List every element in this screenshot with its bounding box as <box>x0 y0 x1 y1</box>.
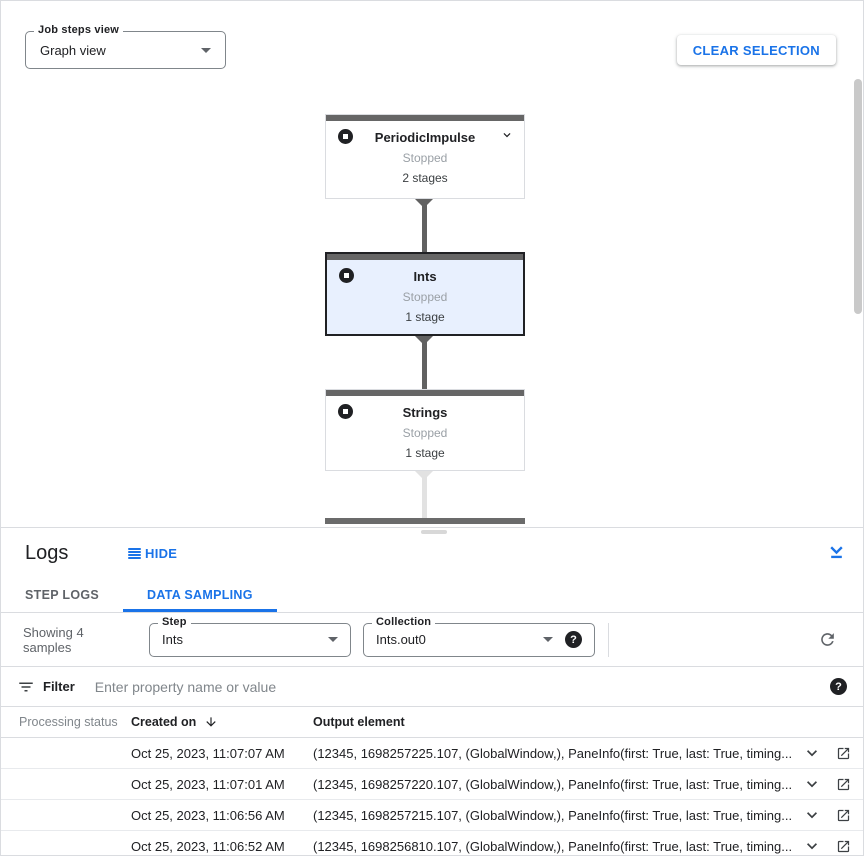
samples-table-header: Processing status Created on Output elem… <box>1 707 863 738</box>
logs-header: Logs HIDE <box>1 528 863 578</box>
stop-circle-icon <box>339 268 354 283</box>
column-processing-status: Processing status <box>19 715 118 729</box>
expand-row-button[interactable] <box>802 774 822 794</box>
chevron-down-icon <box>807 812 817 819</box>
node-status: Stopped <box>402 151 448 165</box>
graph-node-strings[interactable]: Strings Stopped 1 stage <box>325 389 525 471</box>
sample-row[interactable]: Oct 25, 2023, 11:06:52 AM (12345, 169825… <box>1 831 863 855</box>
arrow-drop-down-icon <box>328 637 338 642</box>
step-select-label: Step <box>158 615 191 628</box>
sampling-toolbar: Showing 4 samples Step Ints Collection I… <box>1 613 863 667</box>
job-steps-view-value: Graph view <box>40 42 106 58</box>
node-name: Strings <box>402 405 448 420</box>
edge-strings-to-next <box>422 473 427 518</box>
tab-data-sampling[interactable]: DATA SAMPLING <box>123 578 277 612</box>
output-element-cell: (12345, 1698256810.107, (GlobalWindow,),… <box>313 838 793 854</box>
filter-icon <box>19 682 33 691</box>
open-in-new-icon <box>837 809 850 821</box>
node-expand-chevron-icon[interactable] <box>500 128 514 147</box>
created-on-cell: Oct 25, 2023, 11:07:07 AM <box>131 745 285 761</box>
sort-descending-icon <box>204 715 218 729</box>
graph-node-partial <box>325 518 525 524</box>
arrow-drop-down-icon <box>543 637 553 642</box>
filter-label: Filter <box>43 679 75 694</box>
tab-step-logs[interactable]: STEP LOGS <box>25 588 100 602</box>
clear-selection-button[interactable]: CLEAR SELECTION <box>676 35 836 65</box>
showing-samples-text: Showing 4 samples <box>23 624 84 655</box>
node-stages: 1 stage <box>405 310 445 324</box>
edge-ints-to-strings <box>422 338 427 389</box>
logs-panel: Logs HIDE STEP LOGS DATA SAMPLING Showin… <box>1 527 863 855</box>
logs-tabs: STEP LOGS DATA SAMPLING <box>1 578 863 613</box>
graph-node-ints-selected[interactable]: Ints Stopped 1 stage <box>325 252 525 336</box>
output-element-cell: (12345, 1698257225.107, (GlobalWindow,),… <box>313 745 793 761</box>
hide-lines-icon <box>128 547 141 559</box>
filter-help-icon[interactable]: ? <box>830 678 847 695</box>
sample-row[interactable]: Oct 25, 2023, 11:07:07 AM (12345, 169825… <box>1 738 863 769</box>
expand-row-button[interactable] <box>802 836 822 855</box>
chevron-down-icon <box>807 843 817 850</box>
node-name: Ints <box>413 269 437 284</box>
refresh-icon <box>821 633 834 646</box>
arrow-drop-down-icon <box>201 47 211 53</box>
stop-circle-icon <box>338 404 353 419</box>
open-in-new-button[interactable] <box>836 746 851 761</box>
chevron-down-underline-icon <box>830 546 843 559</box>
edge-arrowhead <box>415 199 433 208</box>
output-element-cell: (12345, 1698257215.107, (GlobalWindow,),… <box>313 807 793 823</box>
column-created-on[interactable]: Created on <box>131 715 313 729</box>
chevron-down-icon <box>807 781 817 788</box>
stop-circle-icon <box>338 129 353 144</box>
graph-node-periodicimpulse[interactable]: PeriodicImpulse Stopped 2 stages <box>325 114 525 199</box>
node-status: Stopped <box>402 426 448 440</box>
node-stages: 1 stage <box>405 446 445 460</box>
filter-bar: Filter ? <box>1 667 863 707</box>
node-status: Stopped <box>402 290 448 304</box>
job-steps-view-select[interactable]: Job steps view Graph view <box>25 24 226 69</box>
open-in-new-button[interactable] <box>836 777 851 792</box>
expand-row-button[interactable] <box>802 743 822 763</box>
chevron-down-icon <box>807 750 817 757</box>
node-name: PeriodicImpulse <box>374 130 476 145</box>
output-element-cell: (12345, 1698257220.107, (GlobalWindow,),… <box>313 776 793 792</box>
created-on-label: Created on <box>131 715 197 729</box>
sample-row[interactable]: Oct 25, 2023, 11:06:56 AM (12345, 169825… <box>1 800 863 831</box>
logs-panel-drag-handle[interactable] <box>421 530 447 534</box>
toolbar-divider <box>608 622 609 657</box>
collection-select-label: Collection <box>372 615 436 628</box>
created-on-cell: Oct 25, 2023, 11:06:56 AM <box>131 807 285 823</box>
hide-logs-button[interactable]: HIDE <box>128 546 177 561</box>
expand-row-button[interactable] <box>802 805 822 825</box>
node-stages: 2 stages <box>402 171 448 185</box>
open-in-new-icon <box>837 840 850 852</box>
job-steps-view-label: Job steps view <box>34 24 124 36</box>
hide-label: HIDE <box>145 545 178 561</box>
column-output-element: Output element <box>313 715 405 729</box>
edge-arrowhead <box>415 336 433 345</box>
node-top-bar <box>327 254 523 260</box>
open-in-new-button[interactable] <box>836 839 851 854</box>
node-top-bar <box>326 115 524 121</box>
created-on-cell: Oct 25, 2023, 11:06:52 AM <box>131 838 285 854</box>
edge-periodicimpulse-to-ints <box>422 201 427 253</box>
collection-select[interactable]: Collection Ints.out0 ? <box>363 615 595 657</box>
open-in-new-icon <box>837 778 850 790</box>
created-on-cell: Oct 25, 2023, 11:07:01 AM <box>131 776 285 792</box>
collection-select-value: Ints.out0 <box>376 632 426 647</box>
node-top-bar <box>326 390 524 396</box>
refresh-button[interactable] <box>818 630 837 649</box>
sample-row[interactable]: Oct 25, 2023, 11:07:01 AM (12345, 169825… <box>1 769 863 800</box>
open-in-new-button[interactable] <box>836 808 851 823</box>
step-select[interactable]: Step Ints <box>149 615 351 657</box>
edge-arrowhead <box>415 471 433 480</box>
logs-panel-title: Logs <box>25 541 69 564</box>
filter-input[interactable] <box>92 677 830 696</box>
step-select-value: Ints <box>162 632 183 647</box>
collection-help-icon[interactable]: ? <box>565 631 582 648</box>
collapse-panel-button[interactable] <box>828 543 845 563</box>
open-in-new-icon <box>837 747 850 759</box>
graph-vertical-scrollbar[interactable] <box>854 79 862 314</box>
